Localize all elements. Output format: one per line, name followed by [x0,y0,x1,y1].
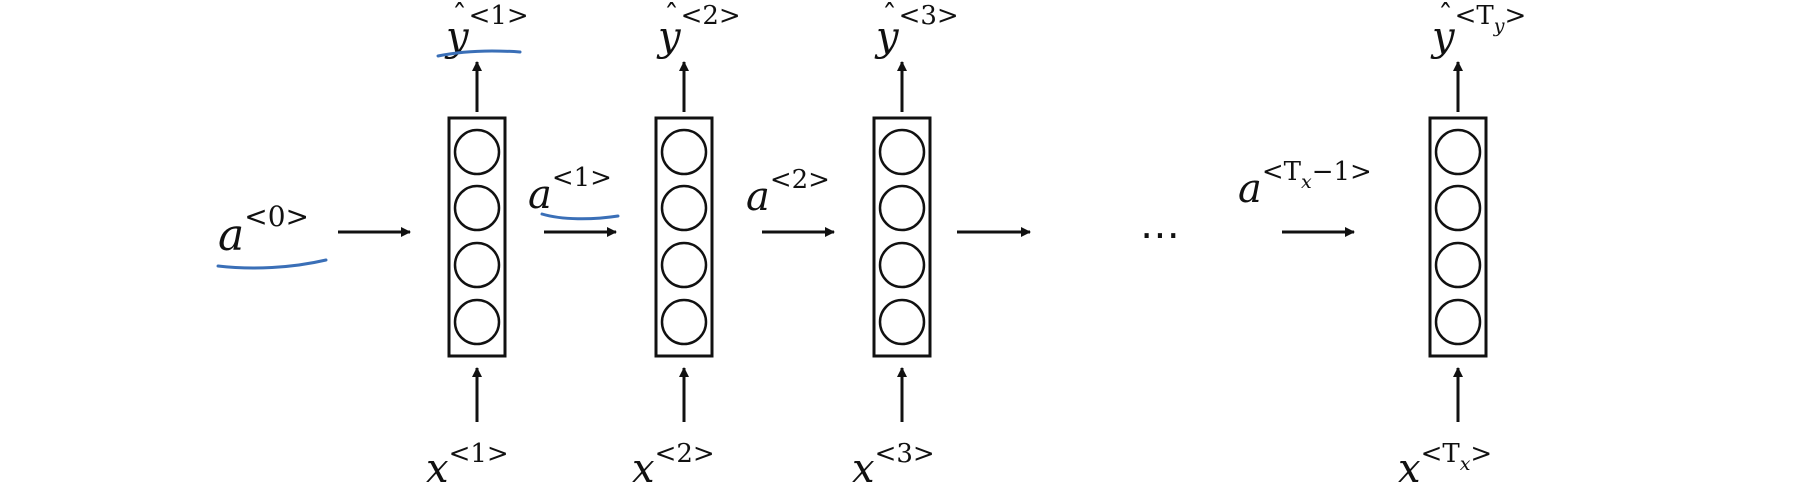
hidden-unit [878,128,926,176]
hidden-unit [878,241,926,289]
label-a0: a<0> [218,200,309,261]
hidden-unit [453,128,501,176]
hidden-unit [660,128,708,176]
underline-annotation-a1 [540,212,620,221]
hidden-unit [1434,241,1482,289]
underline-annotation-a0 [216,258,328,270]
hidden-unit [1434,184,1482,232]
hidden-unit [1434,298,1482,346]
hidden-unit [878,298,926,346]
hidden-unit [878,184,926,232]
label-y2-hat: ˆ [664,0,679,34]
label-y3: y<3> [874,1,959,60]
label-x2: x<2> [632,439,715,492]
underline-annotation-y1 [436,49,522,58]
hidden-unit [660,241,708,289]
label-a2: a<2> [746,165,830,220]
label-yT: y<Ty> [1430,1,1526,60]
label-xT: x<Tx> [1398,439,1492,492]
rnn-cell-1 [447,116,507,358]
rnn-cell-last [1428,116,1488,358]
ellipsis: ⋯ [1140,212,1180,258]
rnn-cell-2 [654,116,714,358]
hidden-unit [453,184,501,232]
hidden-unit [660,184,708,232]
hidden-unit [660,298,708,346]
hidden-unit [453,241,501,289]
label-x3: x<3> [852,439,935,492]
hidden-unit [453,298,501,346]
label-x1: x<1> [426,439,509,492]
hidden-unit [1434,128,1482,176]
label-yT-hat: ˆ [1438,0,1453,34]
label-a1: a<1> [528,163,612,218]
label-aT: a<Tx−1> [1238,157,1372,212]
label-y1-hat: ˆ [452,0,467,34]
label-y2: y<2> [656,1,741,60]
rnn-cell-3 [872,116,932,358]
label-y3-hat: ˆ [882,0,897,34]
